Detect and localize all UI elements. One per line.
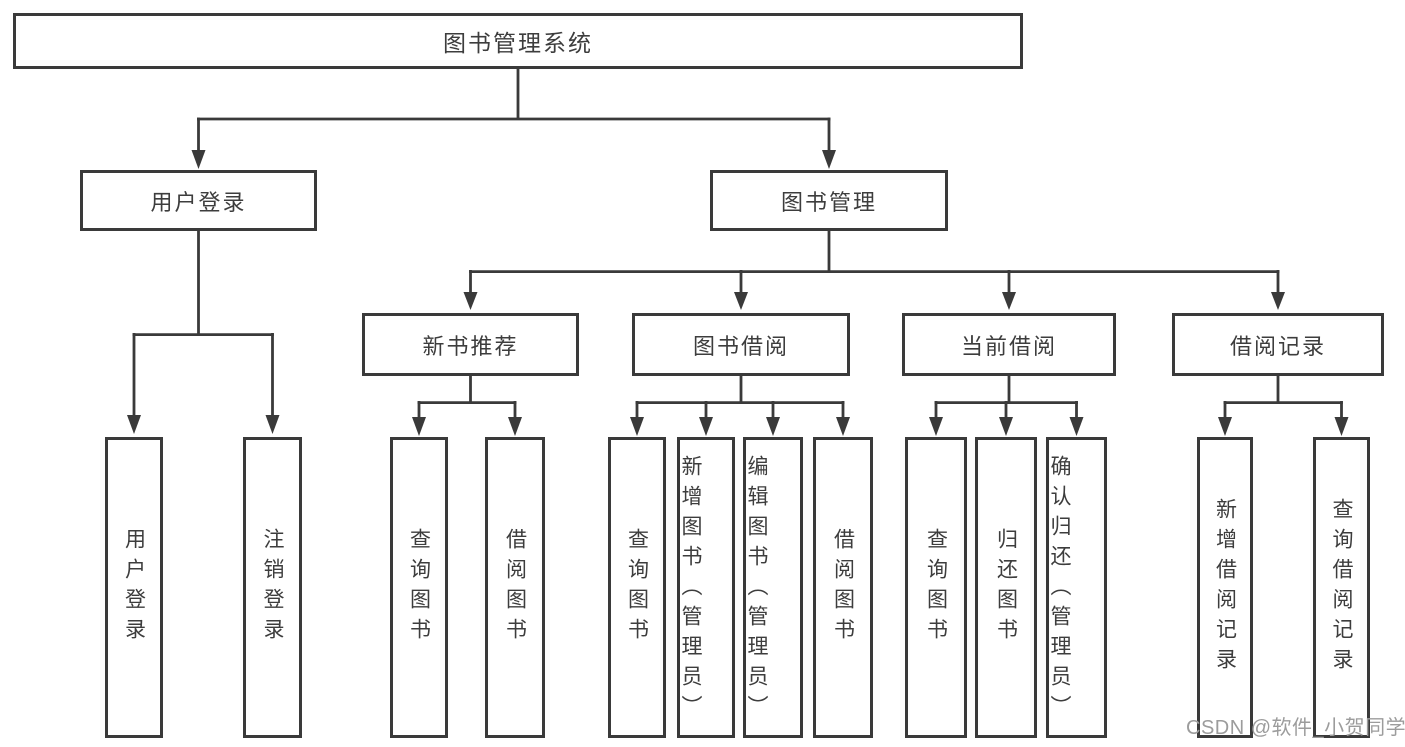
csdn-watermark: CSDN @软件_小贺同学 bbox=[1186, 717, 1405, 739]
leaf-query-borrow-record: 查询借阅记录 bbox=[1313, 437, 1370, 738]
leaf-logout: 注销登录 bbox=[243, 437, 302, 738]
connector-current-borrow bbox=[929, 376, 1084, 436]
leaf-add-book-admin: 新增图书（管理员） bbox=[677, 437, 735, 738]
leaf-query-books-borrow: 查询图书 bbox=[608, 437, 666, 738]
leaf-query-books-recommend: 查询图书 bbox=[390, 437, 448, 738]
connector-book-management bbox=[463, 231, 1285, 310]
leaf-confirm-return-admin: 确认归还（管理员） bbox=[1046, 437, 1107, 738]
leaf-add-borrow-record: 新增借阅记录 bbox=[1197, 437, 1253, 738]
leaf-edit-book-admin: 编辑图书（管理员） bbox=[743, 437, 803, 738]
leaf-query-books-current: 查询图书 bbox=[905, 437, 967, 738]
leaf-user-login-label: 用户登录 bbox=[122, 527, 146, 648]
node-user-login: 用户登录 bbox=[80, 170, 317, 231]
leaf-logout-label: 注销登录 bbox=[261, 527, 284, 648]
leaf-query-books-borrow-label: 查询图书 bbox=[625, 527, 649, 648]
connector-book-borrow bbox=[630, 376, 850, 436]
leaf-query-books-current-label: 查询图书 bbox=[924, 527, 948, 648]
leaf-borrow-books: 借阅图书 bbox=[813, 437, 873, 738]
node-system-root: 图书管理系统 bbox=[13, 13, 1023, 69]
connector-user-login bbox=[127, 231, 280, 434]
leaf-user-login: 用户登录 bbox=[105, 437, 163, 738]
leaf-return-books-label: 归还图书 bbox=[994, 527, 1018, 648]
leaf-edit-book-admin-label: 编辑图书（管理员） bbox=[745, 455, 768, 725]
leaf-borrow-books-label: 借阅图书 bbox=[831, 527, 855, 648]
node-borrow-records: 借阅记录 bbox=[1172, 313, 1384, 376]
connector-root bbox=[191, 69, 836, 169]
leaf-add-book-admin-label: 新增图书（管理员） bbox=[679, 455, 702, 725]
node-current-borrow: 当前借阅 bbox=[902, 313, 1116, 376]
node-book-borrow: 图书借阅 bbox=[632, 313, 850, 376]
connector-borrow-records bbox=[1218, 376, 1349, 436]
leaf-borrow-books-recommend: 借阅图书 bbox=[485, 437, 545, 738]
leaf-query-books-recommend-label: 查询图书 bbox=[407, 527, 431, 648]
leaf-add-borrow-record-label: 新增借阅记录 bbox=[1213, 497, 1237, 678]
connector-new-book-recommend bbox=[412, 376, 522, 436]
leaf-borrow-books-recommend-label: 借阅图书 bbox=[503, 527, 527, 648]
leaf-query-borrow-record-label: 查询借阅记录 bbox=[1330, 497, 1353, 678]
leaf-return-books: 归还图书 bbox=[975, 437, 1037, 738]
node-new-book-recommend: 新书推荐 bbox=[362, 313, 579, 376]
leaf-confirm-return-admin-label: 确认归还（管理员） bbox=[1048, 455, 1071, 725]
node-book-management: 图书管理 bbox=[710, 170, 948, 231]
